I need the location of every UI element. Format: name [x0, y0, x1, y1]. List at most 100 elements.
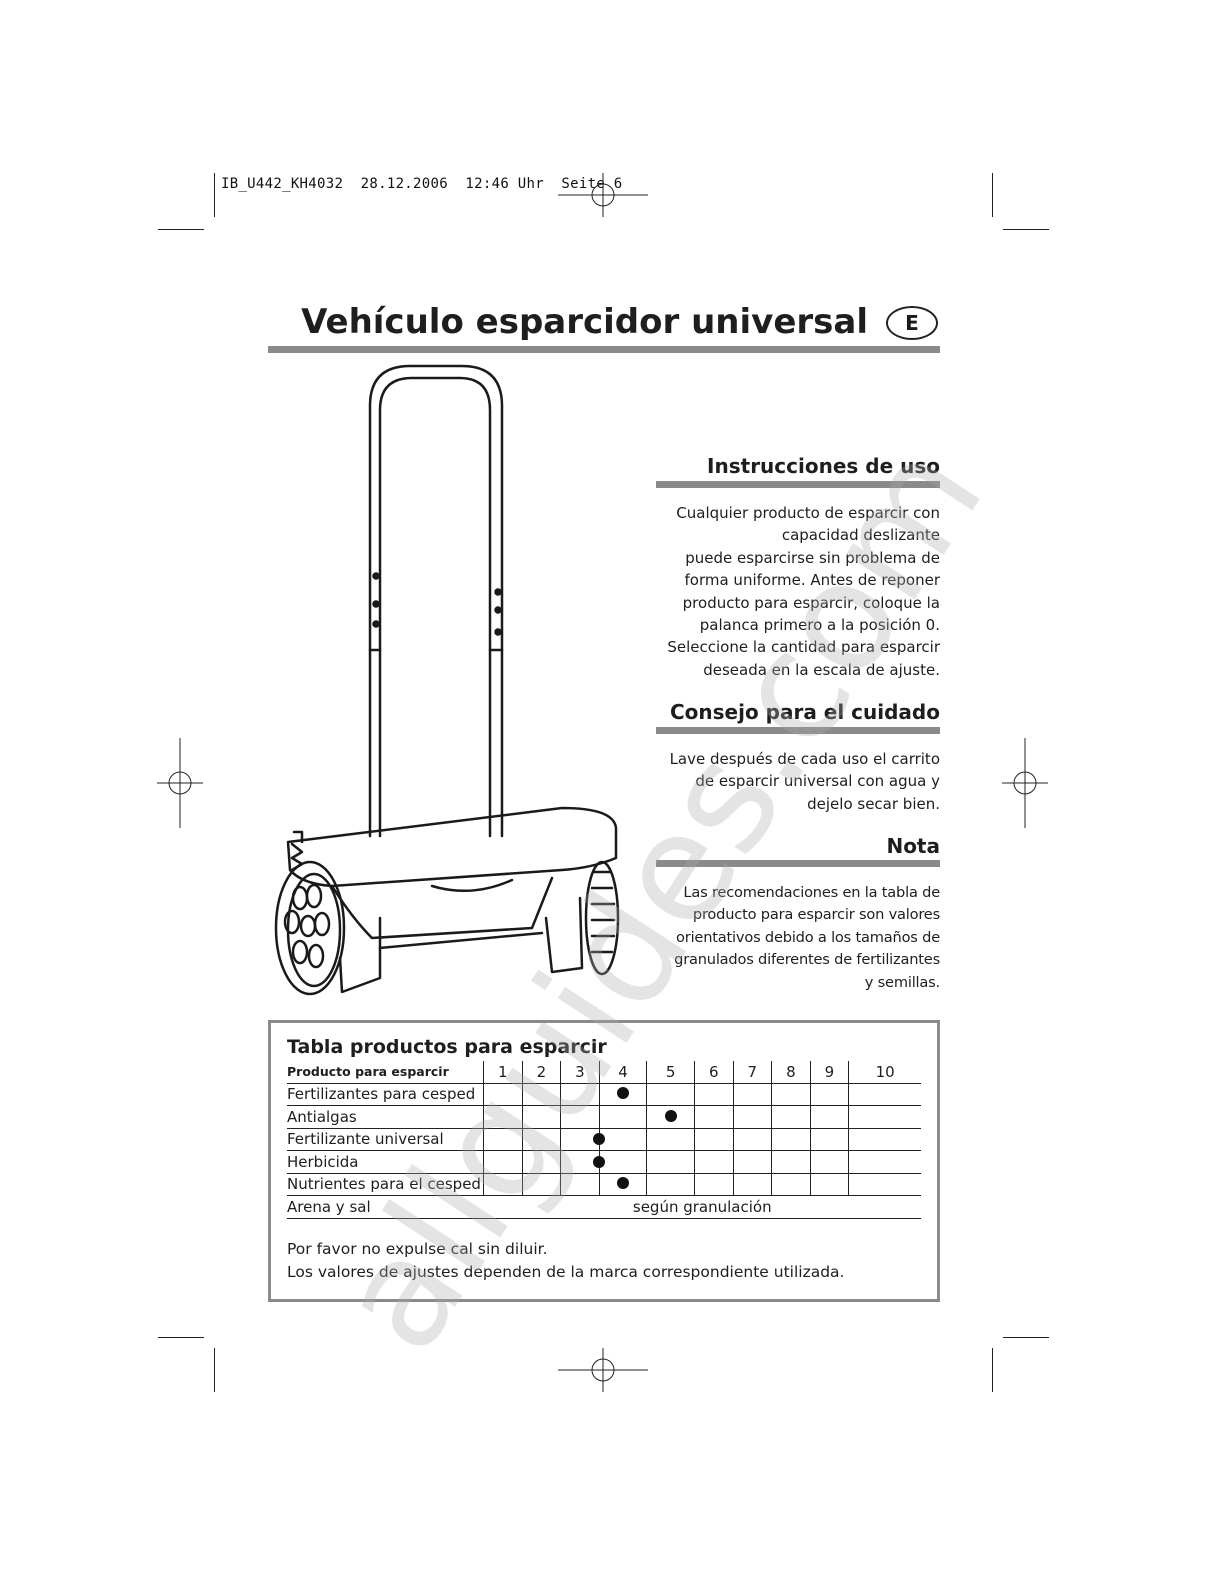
- setting-cell: [646, 1150, 695, 1174]
- crop-mark: [1003, 229, 1049, 230]
- note-heading: Nota: [886, 834, 940, 858]
- setting-cell: [560, 1173, 600, 1196]
- setting-cell: [809, 1150, 849, 1174]
- setting-cell: [646, 1105, 695, 1129]
- crop-mark: [1003, 1337, 1049, 1338]
- section-rule: [656, 860, 940, 867]
- text-line: orientativos debido a los tamaños de: [676, 928, 940, 946]
- setting-dot: [664, 1109, 677, 1122]
- settings-table-box: [268, 1020, 940, 1302]
- column-header: 1: [483, 1061, 523, 1084]
- text-line: forma uniforme. Antes de reponer: [684, 571, 941, 590]
- setting-cell: [598, 1128, 647, 1151]
- setting-cell: [771, 1128, 811, 1151]
- column-header: 6: [693, 1061, 733, 1084]
- setting-cell: [521, 1173, 561, 1196]
- setting-cell: [483, 1105, 523, 1129]
- table-title: Tabla productos para esparcir: [287, 1036, 607, 1058]
- title-rule: [268, 346, 940, 353]
- instructions-heading: Instrucciones de uso: [707, 454, 940, 478]
- setting-cell: [560, 1150, 605, 1174]
- setting-cell: [483, 1173, 523, 1196]
- registration-mark-bottom: [558, 1348, 648, 1392]
- column-header: 9: [809, 1061, 849, 1084]
- setting-cell: [598, 1105, 647, 1129]
- registration-mark-right: [1002, 738, 1048, 828]
- setting-cell: [521, 1083, 561, 1106]
- spreader-illustration: [274, 364, 620, 996]
- registration-mark-left: [157, 738, 203, 828]
- setting-cell: [771, 1173, 811, 1196]
- section-rule: [656, 481, 940, 488]
- setting-cell: [848, 1173, 921, 1196]
- text-line: deseada en la escala de ajuste.: [703, 660, 940, 679]
- setting-cell: [483, 1128, 523, 1151]
- column-header: 10: [848, 1061, 921, 1084]
- setting-cell: [483, 1083, 523, 1106]
- setting-cell: [848, 1150, 921, 1174]
- setting-cell: [693, 1105, 733, 1129]
- setting-cell: [809, 1083, 849, 1106]
- instructions-body: Cualquier producto de esparcir con capac…: [640, 502, 940, 681]
- text-line: Las recomendaciones en la tabla de: [683, 884, 940, 901]
- setting-cell: [693, 1150, 733, 1174]
- crop-mark: [992, 1348, 993, 1392]
- crop-mark: [214, 1348, 215, 1392]
- setting-cell: [693, 1083, 733, 1106]
- text-line: Lave después de cada uso el carrito: [669, 750, 940, 768]
- table-row: Fertilizante universal: [287, 1128, 921, 1151]
- setting-cell: [646, 1173, 695, 1196]
- crop-mark: [992, 173, 993, 217]
- setting-dot: [592, 1133, 605, 1146]
- page-title: Vehículo esparcidor universal: [301, 302, 868, 342]
- table-note: Por favor no expulse cal sin diluir.: [287, 1240, 548, 1258]
- setting-cell: [646, 1128, 695, 1151]
- setting-cell: [483, 1150, 523, 1174]
- text-line: dejelo secar bien.: [807, 794, 940, 813]
- column-header: 4: [598, 1061, 647, 1084]
- text-line: granulados diferentes de fertilizantes: [674, 951, 940, 969]
- section-rule: [656, 727, 940, 734]
- setting-cell: [693, 1128, 733, 1151]
- table-row: Herbicida: [287, 1150, 921, 1174]
- text-line: producto para esparcir, coloque la: [682, 593, 940, 612]
- setting-cell: [521, 1105, 561, 1129]
- settings-table: Producto para esparcir 1 2 3 4 5 6 7 8 9…: [287, 1061, 921, 1219]
- text-line: capacidad deslizante: [781, 526, 940, 545]
- product-name: Antialgas: [287, 1105, 484, 1129]
- setting-dot: [617, 1087, 630, 1100]
- table-header-row: Producto para esparcir 1 2 3 4 5 6 7 8 9…: [287, 1061, 921, 1084]
- setting-cell: [521, 1150, 561, 1174]
- setting-cell: [732, 1105, 772, 1129]
- text-line: puede esparcirse sin problema de: [685, 548, 940, 567]
- crop-mark: [158, 1337, 204, 1338]
- column-header: 7: [732, 1061, 772, 1084]
- setting-cell: [732, 1083, 772, 1106]
- registration-mark-top: [558, 173, 648, 217]
- text-line: producto para esparcir son valores: [692, 906, 940, 924]
- language-badge: E: [886, 306, 938, 340]
- product-name: Fertilizante universal: [287, 1128, 484, 1151]
- text-line: palanca primero a la posición 0.: [699, 616, 940, 635]
- setting-cell: [848, 1105, 921, 1129]
- care-heading: Consejo para el cuidado: [669, 700, 940, 724]
- product-name: Herbicida: [287, 1150, 484, 1174]
- table-row: Nutrientes para el cesped: [287, 1173, 921, 1196]
- setting-cell: [848, 1128, 921, 1151]
- column-header: 2: [521, 1061, 561, 1084]
- text-line: Seleccione la cantidad para esparcir: [667, 638, 940, 657]
- setting-cell: [598, 1173, 647, 1196]
- text-line: de esparcir universal con agua y: [695, 772, 940, 791]
- table-note: Los valores de ajustes dependen de la ma…: [287, 1263, 845, 1281]
- setting-cell: [598, 1083, 647, 1106]
- setting-cell: [809, 1173, 849, 1196]
- crop-mark: [214, 173, 215, 217]
- setting-cell: [646, 1083, 695, 1106]
- table-row: Antialgas: [287, 1105, 921, 1129]
- care-body: Lave después de cada uso el carrito de e…: [640, 748, 940, 815]
- setting-cell: [771, 1150, 811, 1174]
- column-header: 3: [560, 1061, 600, 1084]
- setting-cell: [771, 1083, 811, 1106]
- setting-cell: [598, 1150, 647, 1174]
- setting-cell: [809, 1105, 849, 1129]
